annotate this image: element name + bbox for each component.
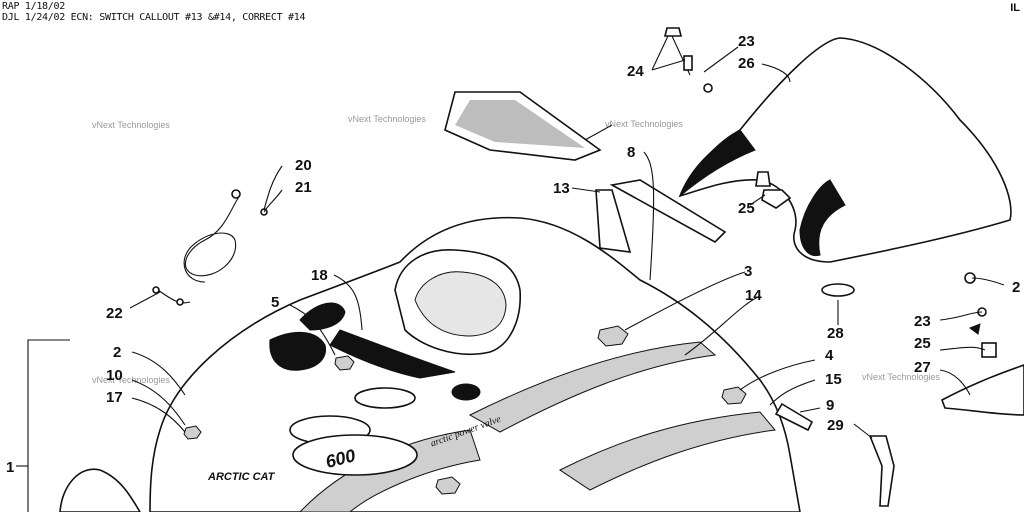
callout-2b: 2 (1012, 279, 1020, 296)
callout-2: 2 (113, 344, 121, 361)
callout-28: 28 (827, 325, 844, 342)
callout-17: 17 (106, 389, 123, 406)
hood-assembly: 600 arctic power valve ARCTIC CAT (59, 216, 801, 512)
watermark: vNext Technologies (862, 372, 940, 382)
callout-10: 10 (106, 367, 123, 384)
callout-20: 20 (295, 157, 312, 174)
watermark: vNext Technologies (348, 114, 426, 124)
callout-24: 24 (627, 63, 644, 80)
callout-9: 9 (826, 397, 834, 414)
callout-22: 22 (106, 305, 123, 322)
callout-26: 26 (738, 55, 755, 72)
watermark: vNext Technologies (92, 375, 170, 385)
callout-8: 8 (627, 144, 635, 161)
callout-3: 3 (744, 263, 752, 280)
callout-13: 13 (553, 180, 570, 197)
watermark: vNext Technologies (92, 120, 170, 130)
corner-label: IL (1010, 2, 1020, 14)
callout-25: 25 (738, 200, 755, 217)
callout-15: 15 (825, 371, 842, 388)
callouts: 1 2 3 4 5 8 9 10 13 14 15 17 18 20 21 22… (6, 33, 1020, 476)
callout-23: 23 (738, 33, 755, 50)
side-decal (595, 189, 632, 253)
callout-21: 21 (295, 179, 312, 196)
callout-29: 29 (827, 417, 844, 434)
leader-lines (16, 35, 1005, 512)
callout-27: 27 (914, 359, 931, 376)
brand-decal: ARCTIC CAT (207, 471, 276, 483)
callout-1: 1 (6, 459, 14, 476)
callout-4: 4 (825, 347, 834, 364)
callout-14: 14 (745, 287, 762, 304)
callout-23b: 23 (914, 313, 931, 330)
hardware (152, 27, 1024, 507)
callout-5: 5 (271, 294, 279, 311)
header-line-1: RAP 1/18/02 (2, 1, 65, 12)
header-line-2: DJL 1/24/02 ECN: SWITCH CALLOUT #13 &#14… (2, 12, 306, 23)
windshield (678, 37, 1012, 263)
watermark: vNext Technologies (605, 119, 683, 129)
strip-decal (609, 179, 727, 243)
callout-25b: 25 (914, 335, 931, 352)
callout-18: 18 (311, 267, 328, 284)
